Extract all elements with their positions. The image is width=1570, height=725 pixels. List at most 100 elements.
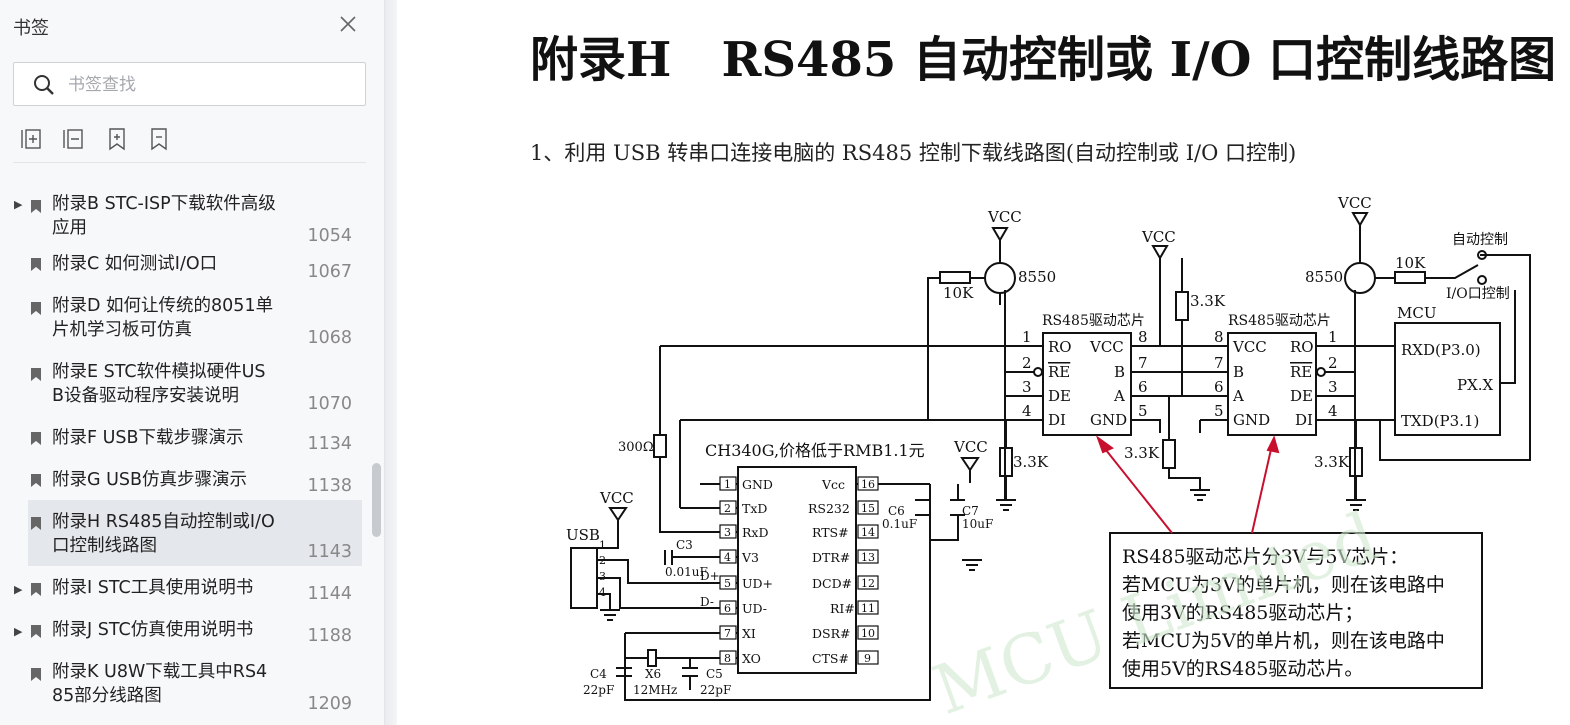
resistor-label: 300Ω <box>618 440 654 455</box>
pin-label: GND <box>1233 411 1270 429</box>
page-title: 附录H RS485 自动控制或 I/O 口控制线路图 <box>530 32 1557 88</box>
bookmark-label: 附录K U8W下载工具中RS485部分线路图 <box>52 662 268 706</box>
pin-number: 10 <box>861 627 875 640</box>
pin-label: RxD <box>742 525 768 540</box>
vcc-label: VCC <box>953 438 988 456</box>
expand-arrow-icon[interactable]: ▶ <box>14 625 23 638</box>
bookmark-item-appendix-d[interactable]: 附录D 如何让传统的8051单片机学习板可仿真 1068 <box>0 294 362 356</box>
cap-label: C5 <box>706 667 723 681</box>
pin-label: DSR# <box>812 626 850 641</box>
pin-number: 14 <box>861 526 875 539</box>
usb-dplus-label: D+ <box>700 569 720 583</box>
bookmark-icon <box>30 624 42 639</box>
bookmark-item-appendix-c[interactable]: 附录C 如何测试I/O口 1067 <box>0 252 362 288</box>
pin-label: RO <box>1290 338 1314 356</box>
pin-label: DE <box>1048 387 1071 405</box>
bookmark-icon <box>30 257 42 272</box>
bookmark-page: 1134 <box>307 434 352 454</box>
pin-label: RS232 <box>808 501 850 516</box>
bookmark-item-appendix-h[interactable]: 附录H RS485自动控制或I/O口控制线路图 1143 <box>28 500 362 566</box>
pin-number: 6 <box>724 602 731 615</box>
pin-number: 1 <box>1328 328 1338 346</box>
cap-label: C4 <box>590 667 607 681</box>
mcu-rxd-label: RXD(P3.0) <box>1401 341 1481 359</box>
note-line: 若MCU为5V的单片机，则在该电路中 <box>1122 630 1445 652</box>
mcu-label: MCU <box>1397 304 1436 322</box>
bookmark-label: 附录F USB下载步骤演示 <box>52 428 244 448</box>
bookmark-label: 附录C 如何测试I/O口 <box>52 254 218 274</box>
bookmark-item-appendix-j[interactable]: ▶ 附录J STC仿真使用说明书 1188 <box>0 618 362 654</box>
usb-dminus-label: D- <box>700 595 714 609</box>
bookmark-page: 1067 <box>307 262 352 282</box>
pin-number: 2 <box>1022 354 1032 372</box>
bookmark-label: 附录B STC-ISP下载软件高级应用 <box>52 194 276 238</box>
vcc-label: VCC <box>987 208 1022 226</box>
pin-label: V3 <box>741 550 759 565</box>
pin-number: 1 <box>724 478 731 491</box>
pin-label: DCD# <box>812 576 852 591</box>
pin-label: UD- <box>742 601 767 616</box>
pin-label: Vcc <box>821 477 845 492</box>
cap-label: C3 <box>676 538 693 552</box>
ch340-label: CH340G,价格低于RMB1.1元 <box>705 441 925 460</box>
pin-number: 7 <box>1138 354 1148 372</box>
bookmark-label: 附录E STC软件模拟硬件USB设备驱动程序安装说明 <box>52 362 266 406</box>
bookmark-item-appendix-f[interactable]: 附录F USB下载步骤演示 1134 <box>0 426 362 462</box>
bookmark-icon <box>30 431 42 446</box>
vcc-label: VCC <box>1141 228 1176 246</box>
resistor-label: 10K <box>943 284 974 302</box>
bookmark-page: 1209 <box>307 694 352 714</box>
pin-label: VCC <box>1089 338 1124 356</box>
expand-arrow-icon[interactable]: ▶ <box>14 198 23 211</box>
bookmark-page: 1070 <box>307 394 352 414</box>
pin-label: DI <box>1048 411 1066 429</box>
section-heading: 1、利用 USB 转串口连接电脑的 RS485 控制下载线路图(自动控制或 I/… <box>530 141 1297 165</box>
pin-label: XO <box>742 651 761 666</box>
pin-label: XI <box>742 626 756 641</box>
pin-label: UD+ <box>742 576 773 591</box>
sidebar-scrollbar[interactable] <box>372 463 381 537</box>
pin-number: 1 <box>1022 328 1032 346</box>
expand-all-icon[interactable] <box>20 126 48 154</box>
pin-label: RE <box>1290 363 1312 381</box>
bookmark-icon <box>30 199 42 214</box>
usb-pin-number: 4 <box>599 586 606 599</box>
usb-pin-number: 1 <box>599 539 606 552</box>
pin-label: B <box>1233 363 1244 381</box>
document-page: 附录H RS485 自动控制或 I/O 口控制线路图 1、利用 USB 转串口连… <box>397 0 1570 725</box>
bookmark-item-appendix-g[interactable]: 附录G USB仿真步骤演示 1138 <box>0 468 362 504</box>
pin-number: 5 <box>1214 402 1224 420</box>
expand-arrow-icon[interactable]: ▶ <box>14 583 23 596</box>
pin-number: 6 <box>1214 378 1224 396</box>
bookmark-item-appendix-e[interactable]: 附录E STC软件模拟硬件USB设备驱动程序安装说明 1070 <box>0 360 362 422</box>
pin-label: A <box>1113 387 1125 405</box>
pin-number: 9 <box>864 652 871 665</box>
pin-number: 5 <box>724 577 731 590</box>
pin-number: 6 <box>1138 378 1148 396</box>
close-icon[interactable] <box>336 12 360 36</box>
bookmark-item-appendix-i[interactable]: ▶ 附录I STC工具使用说明书 1144 <box>0 576 362 612</box>
remove-bookmark-icon[interactable] <box>146 126 174 154</box>
usb-label: USB <box>566 526 600 544</box>
mcu-pxx-label: PX.X <box>1457 376 1494 394</box>
search-input[interactable] <box>66 71 360 99</box>
bookmark-item-appendix-k[interactable]: 附录K U8W下载工具中RS485部分线路图 1209 <box>0 660 362 722</box>
io-control-label: I/O口控制 <box>1446 286 1510 302</box>
usb-pin-number: 3 <box>599 570 606 583</box>
note-line: 使用5V的RS485驱动芯片。 <box>1122 658 1363 680</box>
pin-number: 8 <box>724 652 731 665</box>
bookmark-sidebar: 书签 ▶ 附录B STC-ISP下载软件高级应用 1054 <box>0 0 385 725</box>
transistor-label: 8550 <box>1018 268 1056 286</box>
bookmark-search-box[interactable] <box>13 62 366 106</box>
bookmark-icon <box>30 667 42 682</box>
pin-label: VCC <box>1232 338 1267 356</box>
pin-label: A <box>1232 387 1244 405</box>
pin-label: RE <box>1048 363 1070 381</box>
pin-label: DI <box>1295 411 1313 429</box>
bookmark-item-appendix-b[interactable]: ▶ 附录B STC-ISP下载软件高级应用 1054 <box>0 186 362 248</box>
search-icon <box>32 73 56 101</box>
pin-number: 13 <box>861 551 875 564</box>
collapse-all-icon[interactable] <box>62 126 90 154</box>
add-bookmark-icon[interactable] <box>104 126 132 154</box>
vcc-label: VCC <box>599 489 634 507</box>
